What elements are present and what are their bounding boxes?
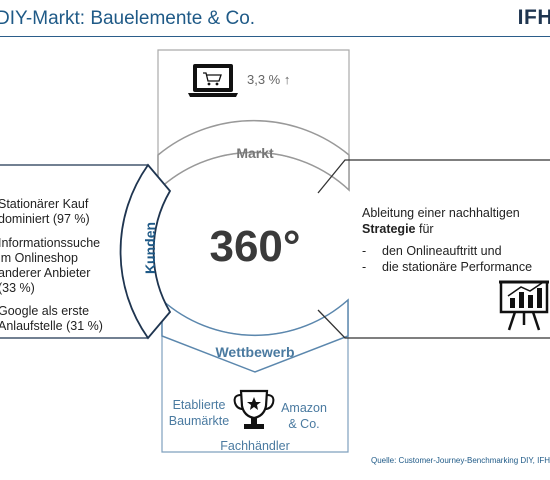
page-title: DIY-Markt: Bauelemente & Co.: [0, 8, 256, 29]
competitor-established-stores: Etablierte Baumärkte: [168, 398, 230, 428]
trophy-icon: [233, 389, 275, 429]
customer-finding-1: Stationärer Kauf dominiert (97 %): [0, 197, 90, 226]
competition-arc-segment: [161, 298, 349, 373]
competitor-amazon: Amazon & Co.: [281, 401, 327, 431]
ifh-logo: IFH: [517, 6, 550, 29]
laptop-cart-icon: [188, 64, 238, 97]
customers-label: Kunden: [142, 221, 159, 275]
presentation-chart-icon: [499, 280, 549, 331]
customer-outline: [0, 164, 148, 339]
strategy-bullet-online: -den Onlineauftritt und: [362, 244, 502, 258]
strategy-outline: [317, 159, 550, 339]
market-label: Markt: [236, 145, 274, 161]
market-growth-stat: 3,3 % ↑: [247, 72, 291, 87]
strategy-text: Ableitung einer nachhaltigen Strategie f…: [362, 206, 520, 236]
strategy-bullet-store: -die stationäre Performance: [362, 260, 533, 274]
customer-arc-segment: [119, 163, 172, 340]
market-arc-segment: [157, 120, 350, 192]
customer-finding-2: Informationssuche im Onlineshop anderer …: [0, 236, 101, 295]
competition-label: Wettbewerb: [215, 344, 295, 360]
center-label: 360°: [209, 222, 301, 271]
source-note: Quelle: Customer-Journey-Benchmarking DI…: [370, 456, 550, 465]
competitor-specialist-retailers: Fachhändler: [220, 439, 290, 453]
header-divider: [0, 36, 550, 37]
customer-finding-3: Google als erste Anlaufstelle (31 %): [0, 304, 103, 333]
